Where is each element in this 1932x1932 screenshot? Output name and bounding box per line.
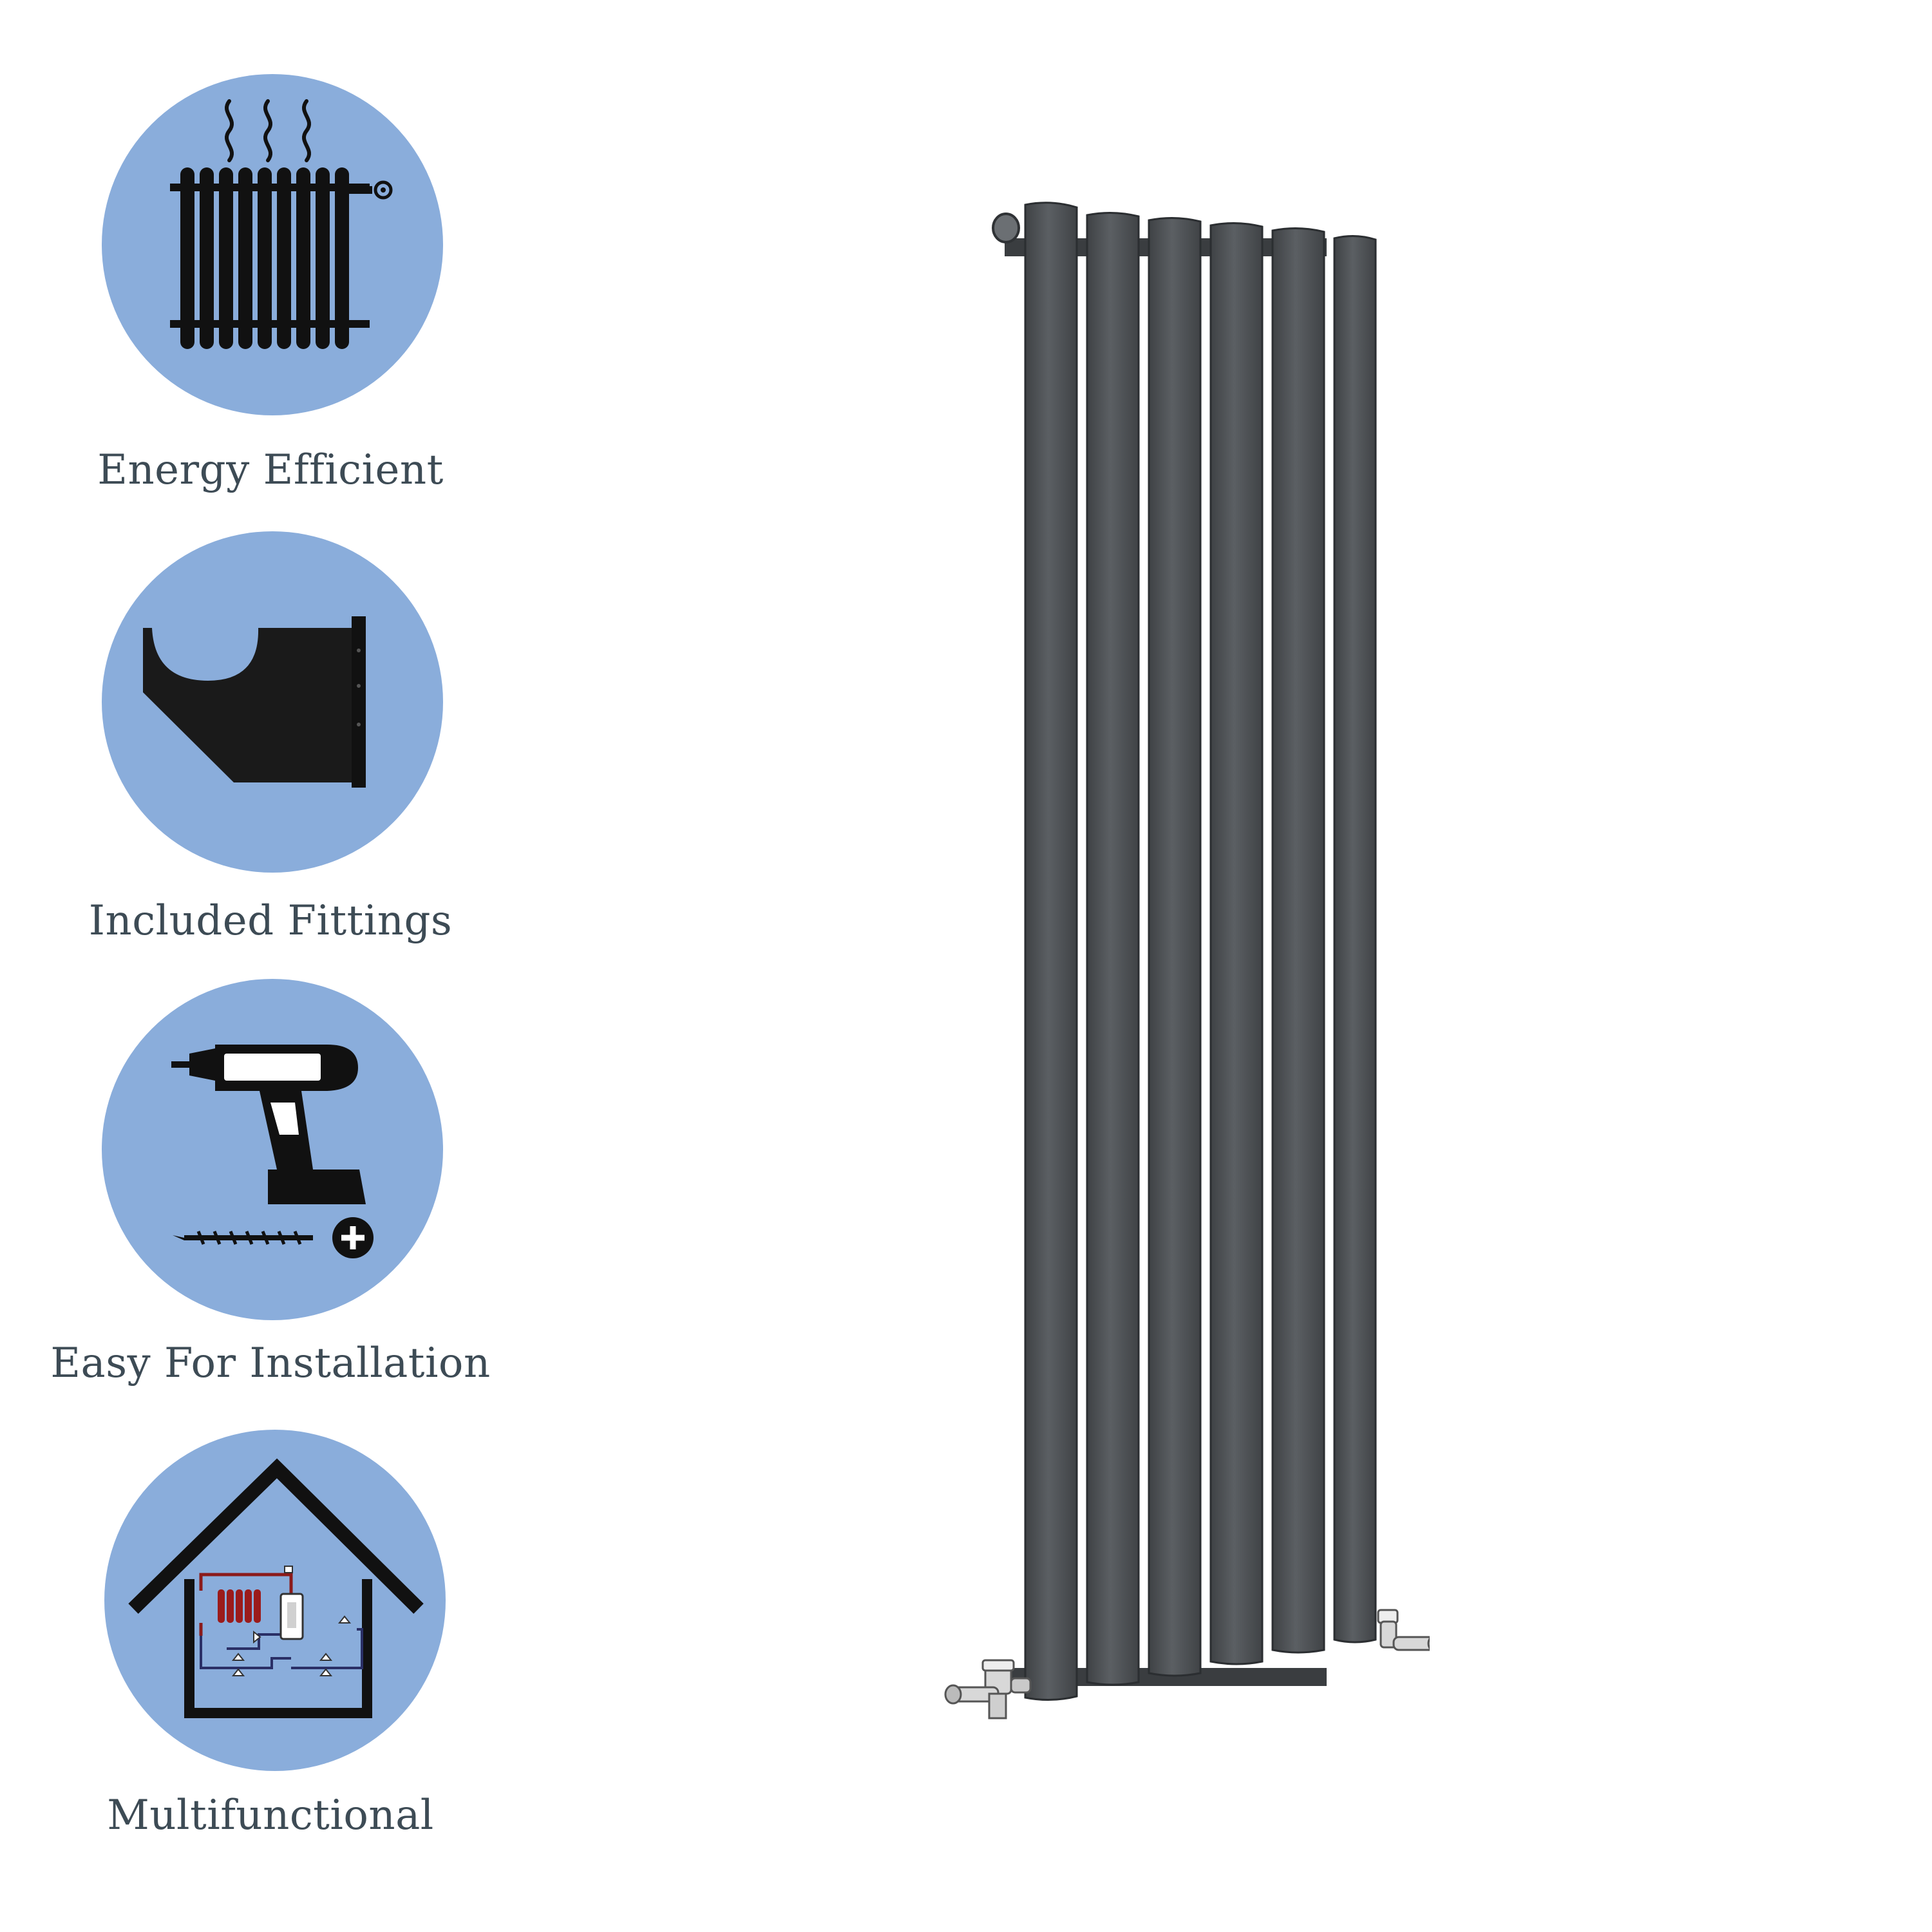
- house-heating-system-icon: [128, 1458, 424, 1718]
- radiator-column-3: [1148, 216, 1202, 1677]
- easy-installation-badge: [102, 979, 443, 1320]
- radiator-heat-icon: [170, 99, 393, 349]
- multifunctional-label: Multifunctional: [107, 1792, 434, 1839]
- left-valve: [944, 1659, 1032, 1719]
- energy-efficient-label: Energy Efficient: [97, 446, 444, 494]
- radiator-column-6: [1333, 234, 1377, 1643]
- feature-multifunctional: Multifunctional: [0, 1430, 541, 1868]
- vertical-radiator-product-image: [927, 187, 1443, 1758]
- radiator-column-5: [1271, 227, 1325, 1654]
- multifunctional-badge: [104, 1430, 446, 1771]
- radiator-column-1: [1024, 202, 1078, 1701]
- radiator-column-2: [1086, 211, 1140, 1686]
- drill-screw-icon: [171, 1045, 374, 1258]
- radiator-column-4: [1209, 222, 1264, 1665]
- easy-installation-label: Easy For Installation: [50, 1340, 491, 1387]
- wall-bracket-icon: [143, 616, 366, 788]
- included-fittings-badge: [102, 531, 443, 873]
- feature-easy-installation: Easy For Installation: [0, 979, 541, 1417]
- feature-included-fittings: Included Fittings: [0, 531, 541, 969]
- radiator-illustration: [944, 202, 1443, 1719]
- included-fittings-label: Included Fittings: [88, 897, 453, 945]
- feature-energy-efficient: Energy Efficient: [0, 74, 541, 512]
- right-valve: [1377, 1609, 1443, 1653]
- energy-efficient-badge: [102, 74, 443, 415]
